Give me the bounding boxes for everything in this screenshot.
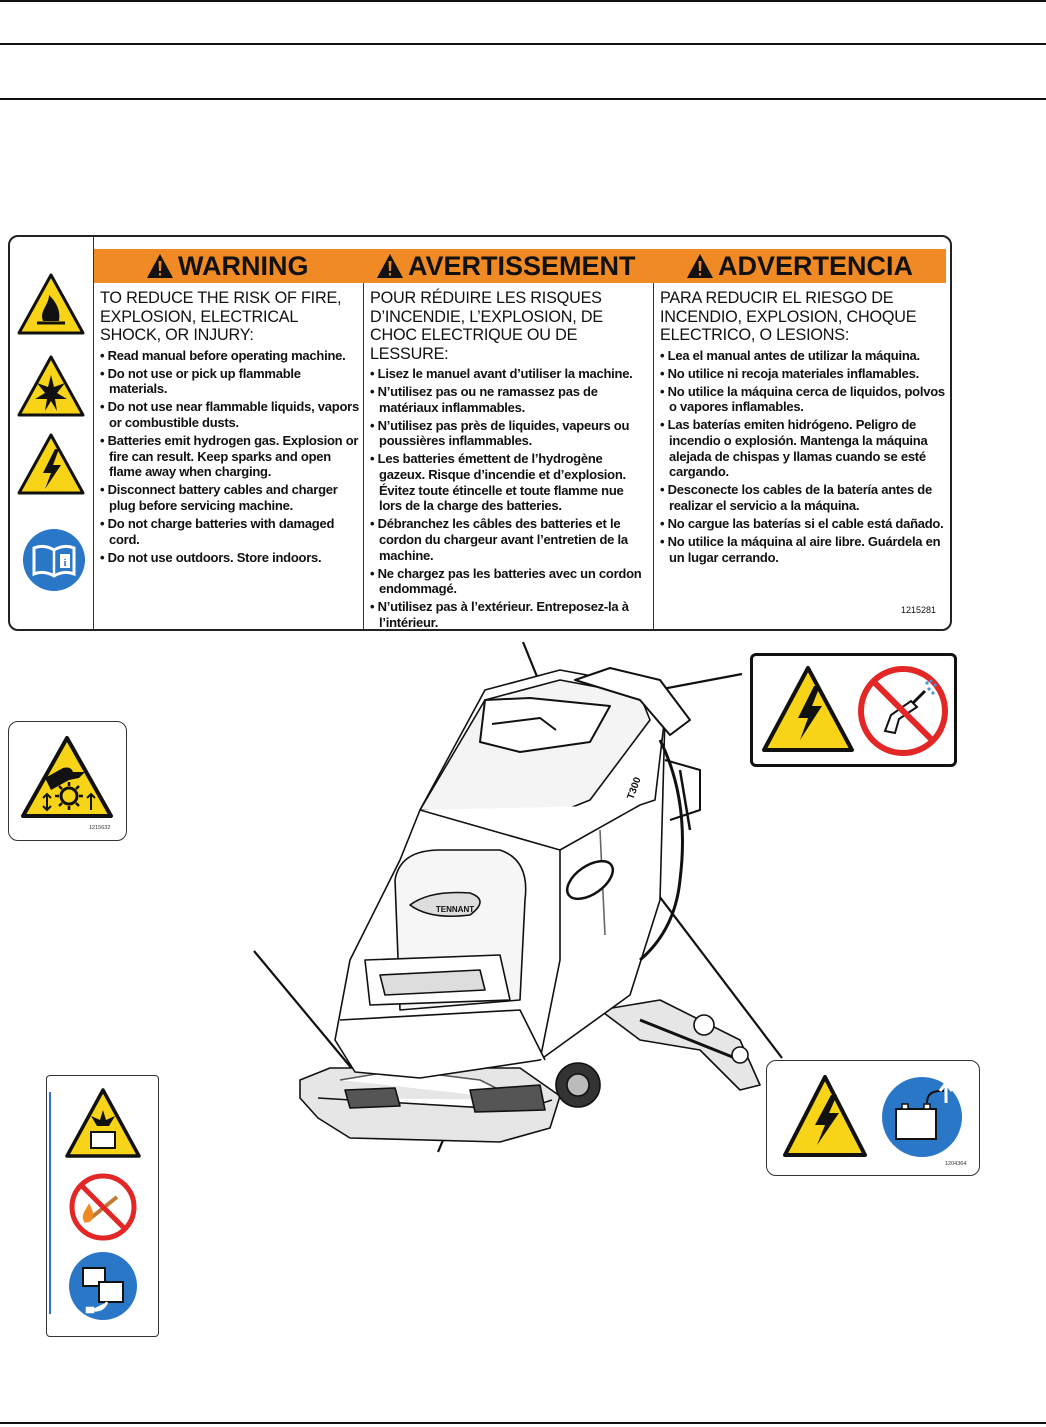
explosion-hazard-icon: [17, 355, 85, 417]
floor-scrubber: [299, 667, 761, 1143]
list-item: Do not use or pick up flammable material…: [100, 366, 359, 397]
top-rule: [0, 0, 1046, 2]
list-item: Batteries emit hydrogen gas. Explosion o…: [100, 433, 359, 480]
warning-column-es: PARA REDUCIR EL RIESGO DE INCENDIO, EXPL…: [653, 283, 950, 629]
no-pressure-washer-icon: [858, 666, 948, 756]
electrical-hazard-icon: [17, 433, 85, 495]
warning-list-es: Lea el manual antes de utilizar la máqui…: [660, 348, 946, 566]
no-open-flame-icon: [69, 1173, 137, 1241]
list-item: Do not use outdoors. Store indoors.: [100, 550, 359, 566]
list-item: Las baterías emiten hidrógeno. Peligro d…: [660, 417, 946, 479]
warning-triangle-icon: [377, 254, 403, 278]
warning-title-en: WARNING: [146, 249, 309, 283]
header-rule: [0, 43, 1046, 45]
warning-title-es: ADVERTENCIA: [686, 249, 913, 283]
list-item: No utilice la máquina al aire libre. Guá…: [660, 534, 946, 565]
warning-list-fr: Lisez le manuel avant d’utiliser la mach…: [370, 366, 649, 631]
list-item: Les batteries émettent de l’hydrogène ga…: [370, 451, 649, 513]
decal-part-number: 1215281: [900, 605, 936, 615]
list-item: N’utilisez pas à l’extérieur. Entreposez…: [370, 599, 649, 630]
footer-rule: [0, 1422, 1046, 1424]
battery-disconnect-part-number: 1204364: [945, 1161, 967, 1167]
list-item: Desconecte los cables de la batería ante…: [660, 482, 946, 513]
decal-edge-stripe: [49, 1092, 51, 1314]
battery-explosion-icon: [65, 1088, 141, 1158]
list-item: Lisez le manuel avant d’utiliser la mach…: [370, 366, 649, 382]
hand-entanglement-icon: [21, 736, 113, 818]
warning-heading-en: TO REDUCE THE RISK OF FIRE, EXPLOSION, E…: [100, 289, 342, 344]
decal-icon-column: i: [10, 237, 94, 629]
battery-charging-decal: [46, 1075, 159, 1337]
moving-parts-decal: 1215632: [8, 721, 127, 841]
safety-warning-decal: i WARNING AVERTISSEMENT ADVERTENCIA TO R…: [8, 235, 952, 631]
no-pressure-wash-decal: [750, 653, 957, 767]
moving-parts-part-number: 1215632: [89, 825, 111, 831]
electrical-hazard-icon: [762, 666, 854, 752]
svg-text:i: i: [63, 557, 66, 569]
warning-title-fr: AVERTISSEMENT: [376, 249, 636, 283]
list-item: N’utilisez pas ou ne ramassez pas de mat…: [370, 384, 649, 415]
decal-title-banner: WARNING AVERTISSEMENT ADVERTENCIA: [94, 249, 946, 283]
list-item: Débranchez les câbles des batteries et l…: [370, 516, 649, 563]
warning-triangle-icon: [147, 254, 173, 278]
battery-disconnect-decal: 1204364: [766, 1060, 980, 1176]
read-manual-icon: i: [23, 529, 85, 591]
warning-column-en: TO REDUCE THE RISK OF FIRE, EXPLOSION, E…: [94, 283, 363, 629]
list-item: Do not use near flammable liquids, vapor…: [100, 399, 360, 430]
warning-heading-fr: POUR RÉDUIRE LES RISQUES D’INCENDIE, L’E…: [370, 289, 603, 363]
list-item: Disconnect battery cables and charger pl…: [100, 482, 359, 513]
warning-triangle-icon: [687, 254, 713, 278]
list-item: N’utilisez pas près de liquides, vapeurs…: [370, 418, 649, 449]
warning-column-fr: POUR RÉDUIRE LES RISQUES D’INCENDIE, L’E…: [363, 283, 653, 631]
list-item: Do not charge batteries with damaged cor…: [100, 516, 359, 547]
list-item: No utilice la máquina cerca de liquidos,…: [660, 384, 946, 415]
electrical-hazard-icon: [783, 1075, 867, 1157]
list-item: Lea el manual antes de utilizar la máqui…: [660, 348, 946, 364]
battery-disconnect-icon: [882, 1077, 962, 1157]
charger-icon: [69, 1252, 137, 1320]
list-item: No utilice ni recoja materiales inflamab…: [660, 366, 946, 382]
list-item: No cargue las baterías si el cable está …: [660, 516, 946, 532]
warning-heading-es: PARA REDUCIR EL RIESGO DE INCENDIO, EXPL…: [660, 289, 917, 344]
machine-brand-label: TENNANT: [436, 905, 474, 914]
warning-list-en: Read manual before operating machine. Do…: [100, 348, 360, 566]
list-item: Read manual before operating machine.: [100, 348, 359, 364]
header-bottom-rule: [0, 98, 1046, 100]
list-item: Ne chargez pas les batteries avec un cor…: [370, 566, 649, 597]
fire-hazard-icon: [17, 273, 85, 335]
